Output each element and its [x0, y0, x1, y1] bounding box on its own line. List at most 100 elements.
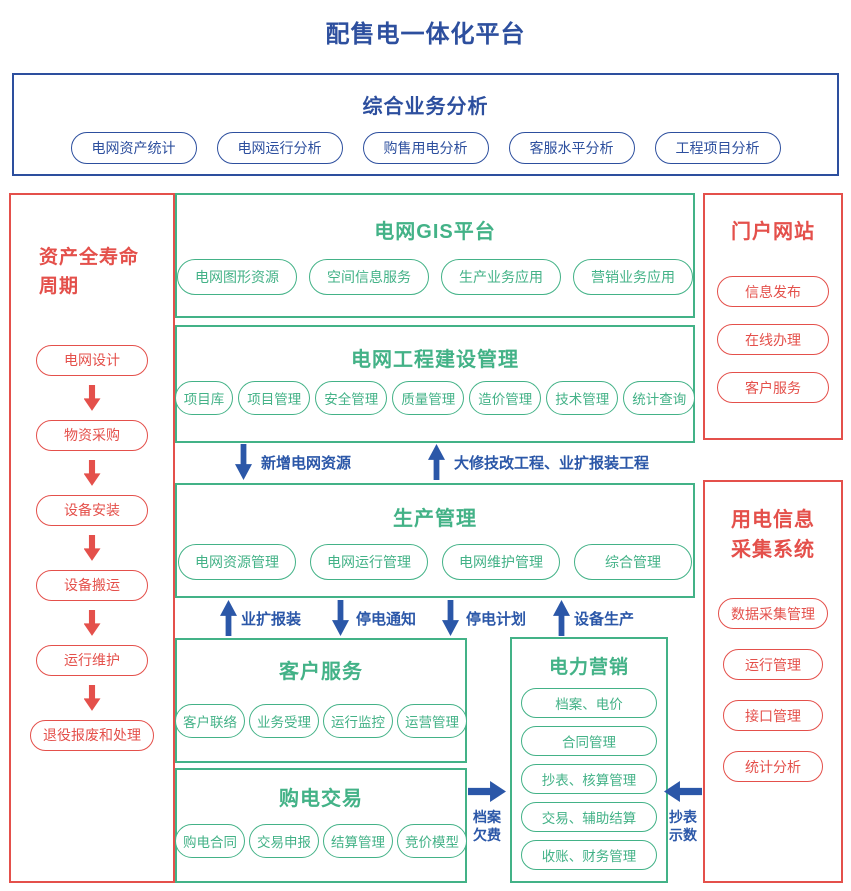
- marketing-item: 合同管理: [521, 726, 657, 756]
- flow-row-top: 新增电网资源 大修技改工程、业扩报装工程: [175, 444, 695, 482]
- construction-item: 安全管理: [315, 381, 388, 415]
- customer-service-items-row: 客户联络 业务受理 运行监控 运营管理: [175, 704, 467, 738]
- flow-expansion: 业扩报装: [220, 600, 301, 636]
- lifecycle-item: 电网设计: [36, 344, 148, 376]
- marketing-item: 收账、财务管理: [521, 840, 657, 870]
- flow-row-middle: 业扩报装 停电通知 停电计划 设备生产: [175, 600, 695, 636]
- flow-label: 设备生产: [574, 610, 635, 628]
- flow-label: 停电通知: [356, 610, 417, 628]
- purchase-item: 购电合同: [175, 824, 245, 858]
- marketing-item: 交易、辅助结算: [521, 802, 657, 832]
- production-box: 生产管理 电网资源管理 电网运行管理 电网维护管理 综合管理: [175, 483, 695, 598]
- flow-outage-plan: 停电计划: [442, 600, 526, 636]
- customer-service-item: 业务受理: [249, 704, 319, 738]
- portal-title: 门户网站: [731, 221, 815, 243]
- construction-items-row: 项目库 项目管理 安全管理 质量管理 造价管理 技术管理 统计查询: [174, 381, 696, 415]
- flow-overhaul: 大修技改工程、业扩报装工程: [428, 444, 649, 480]
- analysis-item: 电网运行分析: [216, 132, 343, 164]
- customer-service-item: 客户联络: [175, 704, 245, 738]
- flow-label: 抄表示数: [669, 809, 697, 844]
- marketing-items-column: 档案、电价 合同管理 抄表、核算管理 交易、辅助结算 收账、财务管理: [512, 688, 666, 870]
- analysis-box: 综合业务分析 电网资产统计 电网运行分析 购售用电分析 客服水平分析 工程项目分…: [12, 73, 839, 176]
- flow-label: 大修技改工程、业扩报装工程: [454, 454, 650, 472]
- lifecycle-title: 资产全寿命周期: [39, 247, 140, 298]
- marketing-box: 电力营销 档案、电价 合同管理 抄表、核算管理 交易、辅助结算 收账、财务管理: [510, 637, 668, 883]
- down-arrow-icon: [235, 444, 252, 480]
- customer-service-item: 运行监控: [323, 704, 393, 738]
- flow-label: 新增电网资源: [261, 454, 352, 472]
- lifecycle-item: 物资采购: [36, 419, 148, 451]
- construction-item: 统计查询: [623, 381, 696, 415]
- flow-label: 档案欠费: [473, 809, 501, 844]
- lifecycle-items-column: 电网设计 物资采购 设备安装 设备搬运 运行维护 退役报废和处理: [11, 344, 173, 751]
- lifecycle-box: 资产全寿命周期 电网设计 物资采购 设备安装 设备搬运 运行维护 退役报废和处理: [9, 193, 175, 883]
- page-title: 配售电一体化平台: [325, 21, 526, 48]
- portal-items-column: 信息发布 在线办理 客户服务: [705, 276, 841, 403]
- gis-platform-box: 电网GIS平台 电网图形资源 空间信息服务 生产业务应用 营销业务应用: [175, 193, 695, 318]
- down-arrow-icon: [83, 684, 101, 711]
- customer-service-item: 运营管理: [397, 704, 467, 738]
- right-arrow-icon: [468, 781, 506, 802]
- down-arrow-icon: [83, 609, 101, 636]
- analysis-item: 工程项目分析: [654, 132, 781, 164]
- down-arrow-icon: [442, 600, 459, 636]
- up-arrow-icon: [220, 600, 237, 636]
- portal-item: 客户服务: [717, 372, 829, 403]
- up-arrow-icon: [428, 444, 445, 480]
- flow-archive-arrears: 档案欠费: [467, 781, 507, 844]
- construction-item: 项目库: [174, 381, 234, 415]
- flow-meter-reading: 抄表示数: [663, 781, 703, 844]
- gis-items-row: 电网图形资源 空间信息服务 生产业务应用 营销业务应用: [177, 259, 693, 295]
- metering-item: 统计分析: [723, 751, 823, 782]
- metering-item: 数据采集管理: [718, 598, 828, 629]
- down-arrow-icon: [332, 600, 349, 636]
- construction-item: 技术管理: [546, 381, 619, 415]
- purchase-items-row: 购电合同 交易申报 结算管理 竞价模型: [175, 824, 467, 858]
- marketing-item: 档案、电价: [521, 688, 657, 718]
- construction-title: 电网工程建设管理: [351, 349, 519, 371]
- gis-item: 营销业务应用: [573, 259, 693, 295]
- portal-box: 门户网站 信息发布 在线办理 客户服务: [703, 193, 843, 440]
- down-arrow-icon: [83, 384, 101, 411]
- metering-item: 接口管理: [723, 700, 823, 731]
- construction-item: 造价管理: [469, 381, 542, 415]
- flow-label: 停电计划: [466, 610, 527, 628]
- analysis-item: 电网资产统计: [70, 132, 197, 164]
- portal-item: 在线办理: [717, 324, 829, 355]
- flow-new-resource: 新增电网资源: [235, 444, 351, 480]
- flow-outage-notice: 停电通知: [332, 600, 416, 636]
- purchase-box: 购电交易 购电合同 交易申报 结算管理 竞价模型: [175, 768, 467, 883]
- production-title: 生产管理: [393, 508, 477, 530]
- gis-item: 电网图形资源: [177, 259, 297, 295]
- purchase-item: 结算管理: [323, 824, 393, 858]
- flow-label: 业扩报装: [241, 610, 302, 628]
- up-arrow-icon: [553, 600, 570, 636]
- marketing-title: 电力营销: [548, 657, 629, 678]
- analysis-item: 客服水平分析: [508, 132, 635, 164]
- metering-item: 运行管理: [723, 649, 823, 680]
- analysis-items-row: 电网资产统计 电网运行分析 购售用电分析 客服水平分析 工程项目分析: [14, 132, 837, 164]
- purchase-item: 交易申报: [249, 824, 319, 858]
- left-arrow-icon: [664, 781, 702, 802]
- production-item: 综合管理: [574, 544, 692, 580]
- lifecycle-item: 退役报废和处理: [30, 719, 154, 751]
- customer-service-box: 客户服务 客户联络 业务受理 运行监控 运营管理: [175, 638, 467, 763]
- portal-item: 信息发布: [717, 276, 829, 307]
- metering-items-column: 数据采集管理 运行管理 接口管理 统计分析: [705, 598, 841, 782]
- production-items-row: 电网资源管理 电网运行管理 电网维护管理 综合管理: [177, 544, 693, 580]
- production-item: 电网运行管理: [310, 544, 428, 580]
- customer-service-title: 客户服务: [279, 661, 363, 683]
- analysis-title: 综合业务分析: [362, 96, 489, 118]
- down-arrow-icon: [83, 459, 101, 486]
- construction-box: 电网工程建设管理 项目库 项目管理 安全管理 质量管理 造价管理 技术管理 统计…: [174, 325, 696, 443]
- purchase-title: 购电交易: [279, 788, 363, 810]
- production-item: 电网资源管理: [178, 544, 296, 580]
- down-arrow-icon: [83, 534, 101, 561]
- analysis-item: 购售用电分析: [362, 132, 489, 164]
- marketing-item: 抄表、核算管理: [521, 764, 657, 794]
- gis-item: 生产业务应用: [441, 259, 561, 295]
- metering-box: 用电信息采集系统 数据采集管理 运行管理 接口管理 统计分析: [703, 480, 843, 883]
- construction-item: 质量管理: [392, 381, 465, 415]
- lifecycle-item: 运行维护: [36, 644, 148, 676]
